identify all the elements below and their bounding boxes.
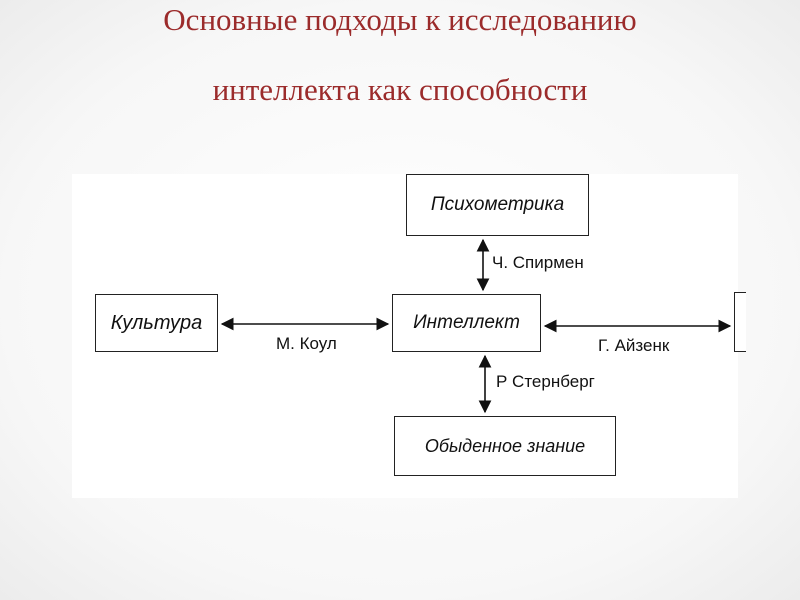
- connector-arrows: [220, 238, 732, 414]
- slide-title-line-1: Основные подходы к исследованию: [163, 2, 637, 37]
- node-everyday-knowledge: Обыденное знание: [394, 416, 616, 476]
- slide-title-line-2: интеллекта как способности: [212, 72, 588, 107]
- node-psychometrics: Психометрика: [406, 174, 589, 236]
- edge-label-cole: М. Коул: [276, 334, 337, 353]
- diagram-panel: Психометрика Интеллект Культура Обыденно…: [72, 174, 746, 498]
- node-cropped-right: [734, 292, 746, 352]
- node-intellect: Интеллект: [392, 294, 541, 352]
- node-culture: Культура: [95, 294, 218, 352]
- edge-label-eysenck: Г. Айзенк: [598, 336, 670, 355]
- edge-label-sternberg: Р Стернберг: [496, 372, 595, 391]
- edge-label-spearman: Ч. Спирмен: [492, 253, 584, 272]
